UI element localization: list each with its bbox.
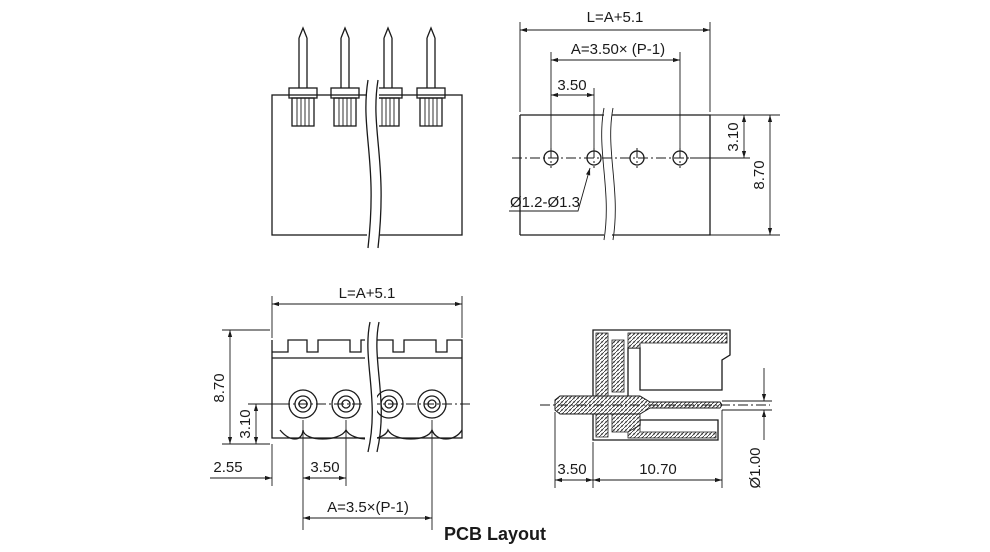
side-dim-offset-label: 3.50	[557, 461, 586, 478]
front-view: L=A+5.1 8.70 3.10 2.55 3.50 A=3.5×(P-1)	[210, 285, 472, 530]
front-dim-pitch-label: 3.50	[310, 459, 339, 476]
pin	[288, 26, 318, 127]
front-dim-edge-label: 2.55	[213, 459, 242, 476]
pin	[416, 26, 446, 127]
dim-length-label: L=A+5.1	[587, 9, 644, 26]
pins	[288, 26, 446, 127]
dim-span-label: A=3.50× (P-1)	[571, 41, 665, 58]
front-dim-span-label: A=3.5×(P-1)	[327, 499, 409, 516]
side-dim-pin-diameter-label: Ø1.00	[747, 448, 764, 489]
break-line	[365, 79, 382, 250]
side-dim-depth-label: 10.70	[639, 461, 677, 478]
front-dim-pin-height-label: 3.10	[237, 409, 254, 438]
front-dim-length-label: L=A+5.1	[339, 285, 396, 302]
hole-diameter-label: Ø1.2-Ø1.3	[510, 194, 580, 211]
top-left-view	[271, 26, 463, 250]
pin	[373, 26, 403, 127]
dim-pitch-label: 3.50	[557, 77, 586, 94]
holes	[543, 148, 688, 168]
top-right-view: L=A+5.1 A=3.50× (P-1) 3.50 3.10 8.70 Ø1.…	[509, 9, 780, 241]
pcb-layout-caption: PCB Layout	[443, 524, 546, 544]
dim-height-label: 8.70	[751, 160, 768, 189]
break-line	[365, 321, 382, 453]
front-dim-height-label: 8.70	[211, 373, 228, 402]
dim-hole-offset-label: 3.10	[725, 122, 742, 151]
front-body	[271, 339, 463, 439]
side-view: Ø1.00 3.50 10.70	[540, 329, 772, 489]
pin	[330, 26, 360, 127]
